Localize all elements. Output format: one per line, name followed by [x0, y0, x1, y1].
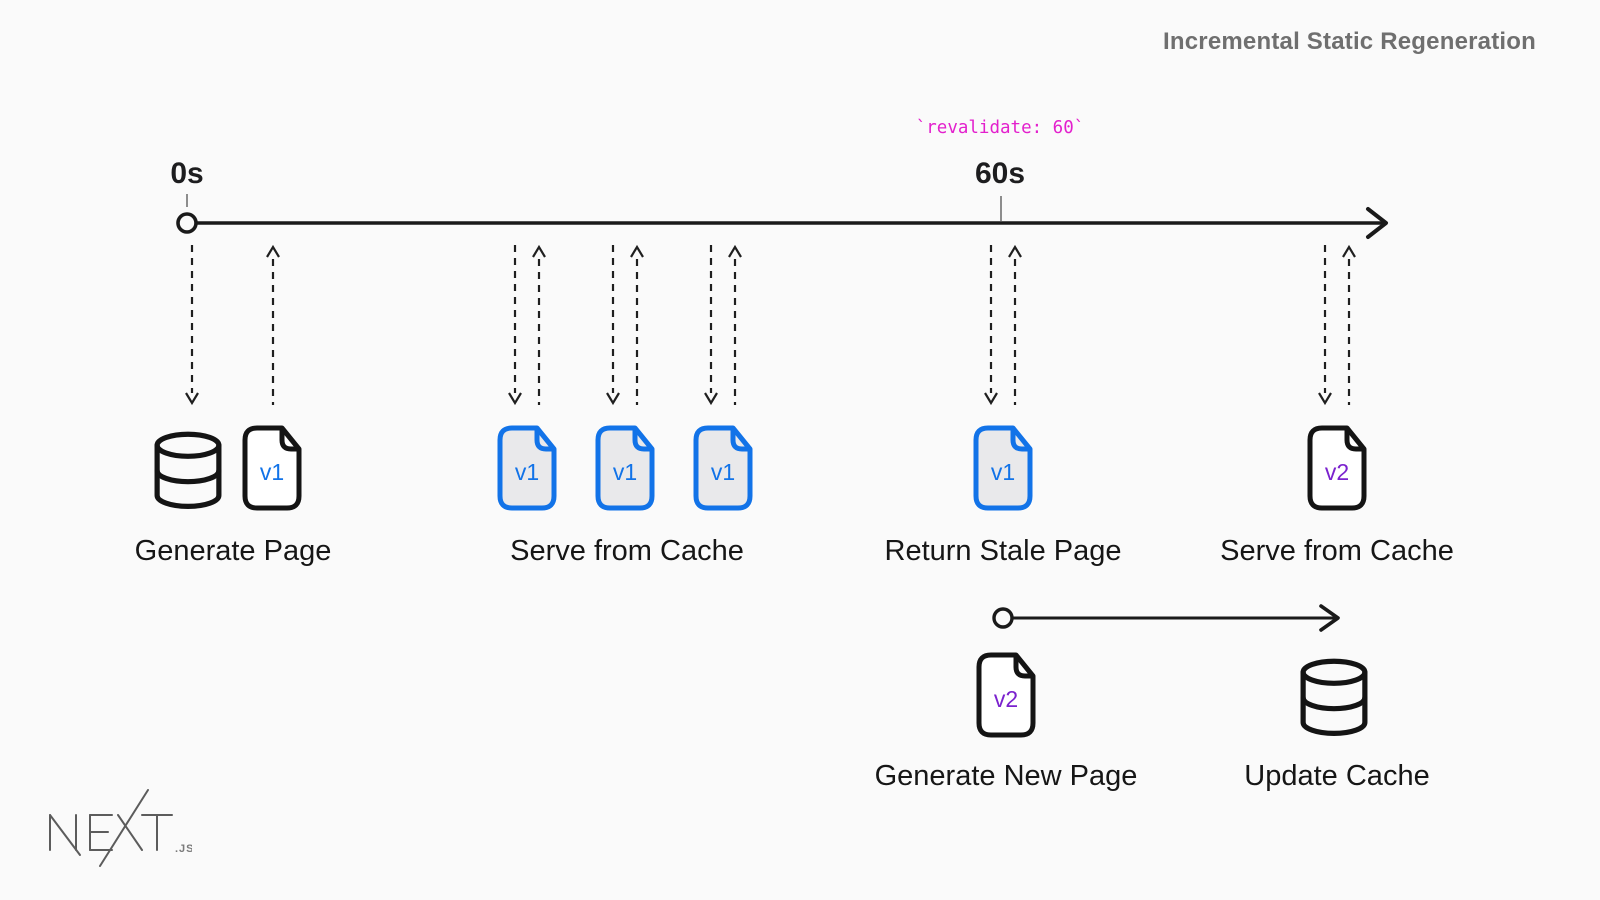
doc-version-label: v1	[710, 459, 736, 485]
dashed-up-arrow	[728, 244, 742, 405]
dashed-down-arrow	[1318, 245, 1332, 406]
dashed-down-arrow	[185, 245, 199, 406]
document-icon: v1	[593, 425, 657, 511]
doc-version-label: v1	[612, 459, 638, 485]
timeline-start-label: 0s	[170, 157, 204, 190]
doc-version-label: v2	[993, 686, 1019, 712]
main-timeline-arrow	[176, 207, 1388, 239]
step-label-update-cache: Update Cache	[1244, 760, 1430, 792]
database-icon	[154, 431, 222, 509]
document-icon: v2	[1305, 425, 1369, 511]
doc-version-label: v1	[259, 459, 285, 485]
database-icon	[1300, 658, 1368, 736]
dashed-down-arrow	[984, 245, 998, 406]
dashed-up-arrow	[1342, 244, 1356, 405]
document-icon: v1	[971, 425, 1035, 511]
step-label-serve-from-cache-2: Serve from Cache	[1220, 535, 1454, 567]
nextjs-logo: .JS	[49, 789, 192, 867]
step-label-serve-from-cache: Serve from Cache	[510, 535, 744, 567]
page-title: Incremental Static Regeneration	[1163, 28, 1536, 55]
logo-suffix: .JS	[175, 843, 192, 855]
doc-version-label: v1	[514, 459, 540, 485]
dashed-up-arrow	[532, 244, 546, 405]
dashed-up-arrow	[1008, 244, 1022, 405]
document-icon: v1	[495, 425, 559, 511]
step-label-generate-page: Generate Page	[134, 535, 332, 567]
doc-version-label: v2	[1324, 459, 1350, 485]
revalidate-annotation: `revalidate: 60`	[915, 118, 1085, 138]
dashed-up-arrow	[266, 244, 280, 405]
doc-version-label: v1	[990, 459, 1016, 485]
dashed-up-arrow	[630, 244, 644, 405]
timeline-end-label: 60s	[974, 157, 1026, 190]
regeneration-timeline-arrow	[992, 604, 1340, 632]
step-label-generate-new-page: Generate New Page	[874, 760, 1138, 792]
timeline-start-tick	[186, 194, 188, 207]
timeline-end-tick	[1000, 196, 1002, 221]
dashed-down-arrow	[704, 245, 718, 406]
dashed-down-arrow	[508, 245, 522, 406]
document-icon: v1	[240, 425, 304, 511]
document-icon: v1	[691, 425, 755, 511]
step-label-return-stale-page: Return Stale Page	[884, 535, 1122, 567]
document-icon: v2	[974, 652, 1038, 738]
dashed-down-arrow	[606, 245, 620, 406]
